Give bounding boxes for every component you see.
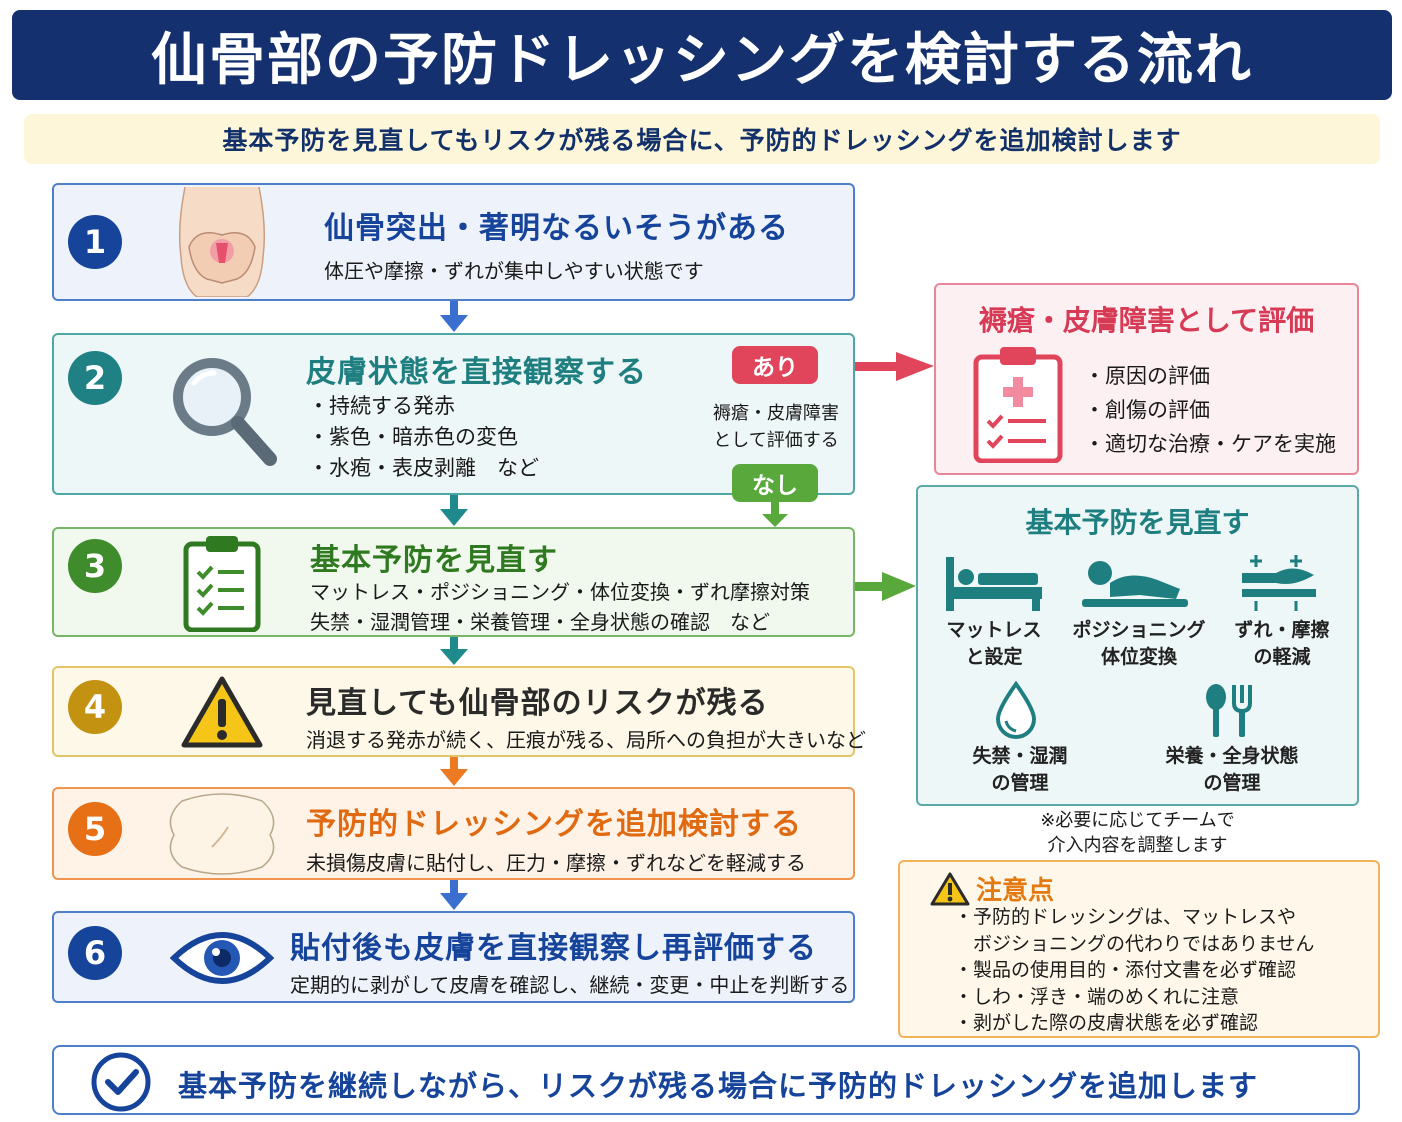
no-badge: なし (732, 464, 818, 502)
step-number-badge: 1 (68, 215, 122, 269)
arrow-step3-basic (855, 572, 916, 601)
step-1-desc: 体圧や摩擦・ずれが集中しやすい状態です (324, 259, 704, 283)
arrow-no-down (762, 502, 788, 527)
step-3-title: 基本予防を見直す (310, 543, 558, 578)
step-5-desc: 未損傷皮膚に貼付し、圧力・摩擦・ずれなどを軽減する (306, 851, 806, 875)
arrow-1-2 (440, 301, 468, 332)
step-number-badge: 6 (68, 926, 122, 980)
caution-title: 注意点 (976, 876, 1055, 906)
caution-bullets: ・予防的ドレッシングは、マットレスや ボジショニングの代わりではありません ・製… (954, 904, 1314, 1037)
list-item: ・原因の評価 (1084, 364, 1210, 388)
clipboard-checklist-icon (162, 533, 282, 633)
yes-branch-desc: 褥瘡・皮膚障害 として評価する (713, 403, 839, 451)
page-subtitle: 基本予防を見直してもリスクが残る場合に、予防的ドレッシングを追加検討します (222, 126, 1182, 155)
bed-icon (944, 553, 1044, 617)
step-number-badge: 4 (68, 680, 122, 734)
check-circle-icon (90, 1051, 152, 1117)
arrow-5-6 (440, 880, 468, 910)
list-item: ・水疱・表皮剥離 など (308, 456, 539, 480)
spoon-fork-icon (1204, 683, 1256, 743)
step-number-badge: 3 (68, 539, 122, 593)
step-2-bullets: ・持続する発赤 ・紫色・暗赤色の変色 ・水疱・表皮剥離 など (308, 391, 539, 484)
evaluation-panel-title: 褥瘡・皮膚障害として評価 (978, 304, 1315, 337)
evaluation-bullets: ・原因の評価 ・創傷の評価 ・適切な治療・ケアを実施 (1084, 359, 1336, 461)
step-6-desc: 定期的に剥がして皮膚を確認し、継続・変更・中止を判断する (290, 973, 850, 997)
list-item: ・剥がした際の皮膚状態を必ず確認 (954, 1012, 1259, 1034)
arrow-3-4 (440, 637, 468, 665)
list-item: ・製品の使用目的・添付文書を必ず確認 (954, 959, 1297, 981)
basic-item-nutrition: 栄養・全身状態 の管理 (1165, 745, 1299, 794)
basic-item-shear: ずれ・摩擦 の軽減 (1234, 619, 1330, 668)
step-number-badge: 2 (68, 351, 122, 405)
step-1-box: 1 仙骨突出・著明なるいそうがある 体圧や摩擦・ずれが集中しやすい状態です (52, 183, 855, 301)
sacrum-icon (162, 187, 282, 297)
step-5-title: 予防的ドレッシングを追加検討する (306, 807, 802, 842)
arrow-4-5 (440, 757, 468, 786)
shear-friction-icon (1236, 553, 1322, 617)
list-item: ・紫色・暗赤色の変色 (308, 425, 518, 449)
list-item: ・創傷の評価 (1084, 398, 1210, 422)
evaluation-panel: 褥瘡・皮膚障害として評価 ・原因の評価 ・創傷の評価 ・適切な治療・ケアを実施 (934, 283, 1359, 475)
page-title: 仙骨部の予防ドレッシングを検討する流れ (151, 27, 1253, 93)
positioning-icon (1080, 555, 1190, 615)
list-item: ・持続する発赤 (308, 394, 455, 418)
footer-text: 基本予防を継続しながら、リスクが残る場合に予防的ドレッシングを追加します (178, 1069, 1259, 1103)
summary-footer: 基本予防を継続しながら、リスクが残る場合に予防的ドレッシングを追加します (52, 1045, 1360, 1115)
basic-item-moisture: 失禁・湿潤 の管理 (972, 745, 1068, 794)
list-item: ・予防的ドレッシングは、マットレスや (954, 906, 1297, 928)
basic-item-mattress: マットレス と設定 (946, 619, 1042, 668)
step-6-title: 貼付後も皮膚を直接観察し再評価する (290, 931, 817, 966)
dressing-icon (162, 791, 282, 877)
step-3-desc: マットレス・ポジショニング・体位変換・ずれ摩擦対策 失禁・湿潤管理・栄養管理・全… (310, 580, 810, 634)
arrow-yes-eval (818, 352, 934, 381)
step-4-title: 見直しても仙骨部のリスクが残る (306, 686, 769, 721)
eye-icon (162, 917, 282, 999)
step-3-box: 3 基本予防を見直す マットレス・ポジショニング・体位変換・ずれ摩擦対策 失禁・… (52, 527, 855, 637)
step-4-desc: 消退する発赤が続く、圧痕が残る、局所への負担が大きいなど (306, 728, 866, 752)
droplet-icon (992, 680, 1040, 745)
step-4-box: 4 見直しても仙骨部のリスクが残る 消退する発赤が続く、圧痕が残る、局所への負担… (52, 666, 866, 757)
subtitle-banner: 基本予防を見直してもリスクが残る場合に、予防的ドレッシングを追加検討します (24, 114, 1380, 164)
warning-icon (162, 672, 282, 752)
yes-badge: あり (732, 346, 818, 384)
step-6-box: 6 貼付後も皮膚を直接観察し再評価する 定期的に剥がして皮膚を確認し、継続・変更… (52, 911, 855, 1003)
team-note: ※必要に応じてチームで 介入内容を調整します (1040, 810, 1235, 856)
step-2-title: 皮膚状態を直接観察する (306, 355, 647, 390)
list-item: ・適切な治療・ケアを実施 (1084, 432, 1336, 456)
arrow-2-3 (440, 495, 468, 526)
basic-item-positioning: ポジショニング 体位変換 (1072, 619, 1206, 668)
warning-icon (930, 872, 970, 910)
step-number-badge: 5 (68, 802, 122, 856)
basic-panel-title: 基本予防を見直す (1025, 506, 1250, 539)
step-2-box: 2 皮膚状態を直接観察する ・持続する発赤 ・紫色・暗赤色の変色 ・水疱・表皮剥… (52, 333, 855, 495)
step-1-title: 仙骨突出・著明なるいそうがある (324, 211, 789, 246)
caution-panel: 注意点 ・予防的ドレッシングは、マットレスや ボジショニングの代わりではありませ… (898, 860, 1380, 1038)
title-banner: 仙骨部の予防ドレッシングを検討する流れ (12, 10, 1392, 100)
list-item: ボジショニングの代わりではありません (954, 932, 1315, 955)
medical-clipboard-icon (972, 345, 1064, 467)
step-5-box: 5 予防的ドレッシングを追加検討する 未損傷皮膚に貼付し、圧力・摩擦・ずれなどを… (52, 787, 855, 880)
list-item: ・しわ・浮き・端のめくれに注意 (954, 985, 1240, 1008)
magnifier-icon (162, 349, 282, 469)
basic-prevention-panel: 基本予防を見直す マットレス と設定 ポジショニング 体位変換 ずれ・摩擦 の軽… (916, 485, 1359, 806)
